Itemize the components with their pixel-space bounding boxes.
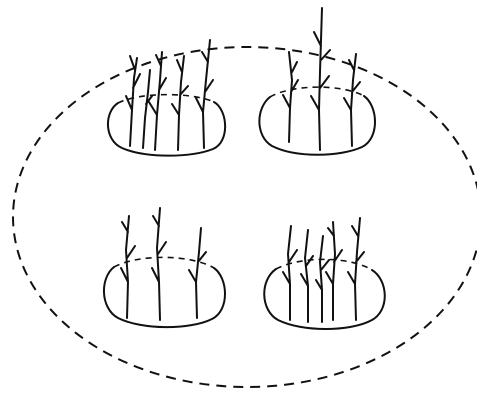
stem xyxy=(121,216,135,318)
stem xyxy=(283,52,298,142)
stem xyxy=(152,208,166,320)
clump-base xyxy=(104,267,225,327)
stem xyxy=(143,70,152,148)
stem xyxy=(172,56,188,150)
stem xyxy=(311,8,330,150)
clump-base xyxy=(108,102,225,156)
stem xyxy=(196,40,213,148)
clump-bottom-left xyxy=(104,208,225,327)
clump-bottom-right xyxy=(264,218,385,329)
stem xyxy=(326,222,342,320)
dashed-enclosure xyxy=(13,47,477,387)
clump-top-right xyxy=(259,8,375,155)
stem xyxy=(189,228,206,318)
stem xyxy=(344,54,360,146)
stem xyxy=(316,236,329,322)
stem xyxy=(301,230,313,322)
clump-base xyxy=(264,269,385,329)
stem xyxy=(348,218,364,320)
stem xyxy=(283,226,297,320)
stem xyxy=(149,52,166,150)
